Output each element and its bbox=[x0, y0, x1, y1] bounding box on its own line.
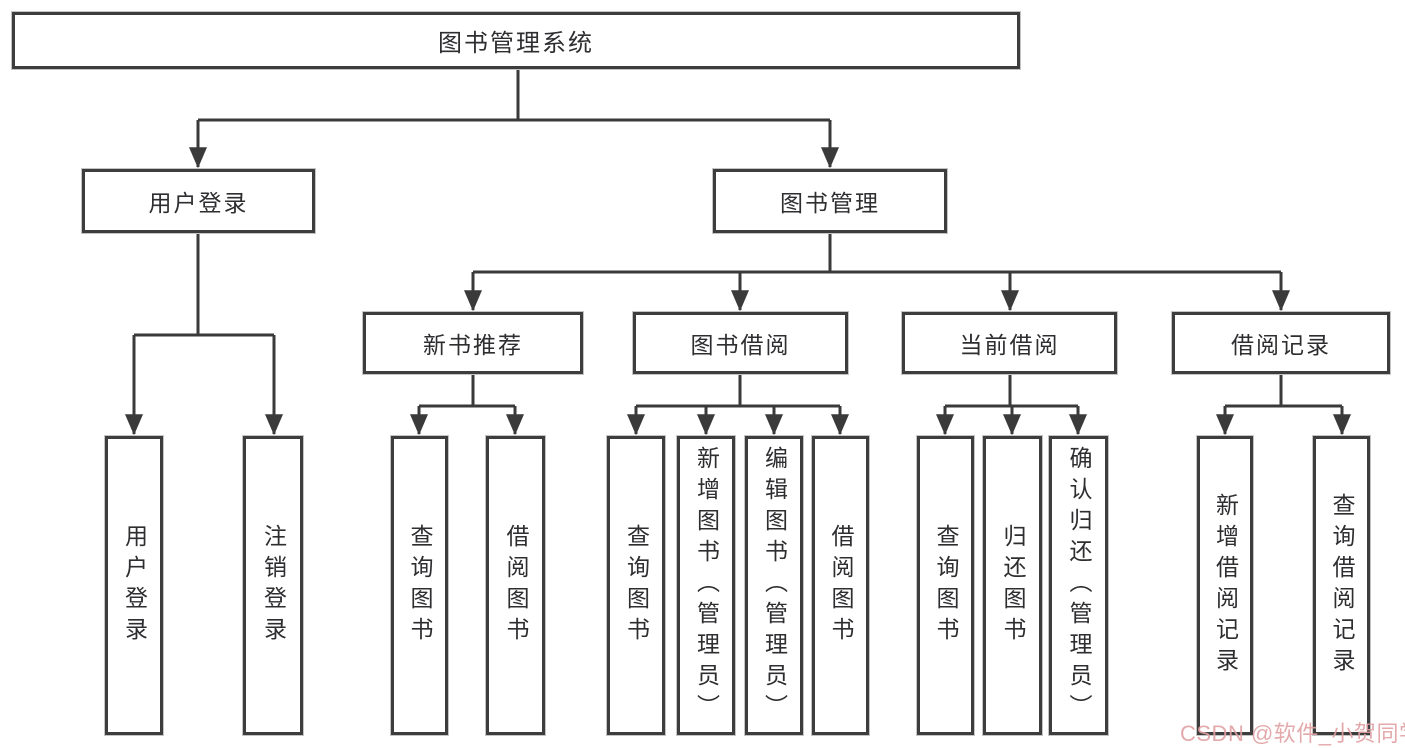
connector-user-login-children bbox=[125, 233, 283, 436]
node-label: 查询图书 bbox=[933, 523, 959, 648]
node-new-book-recommend: 新书推荐 bbox=[363, 312, 583, 374]
connector-book-management-children bbox=[464, 233, 1290, 312]
node-label: 图书管理系统 bbox=[438, 30, 594, 57]
node-label: 当前借阅 bbox=[959, 332, 1060, 358]
node-user-login: 用户登录 bbox=[82, 169, 315, 233]
node-leaf-borrow-books: 借阅图书 bbox=[812, 436, 869, 735]
node-label: 借阅图书 bbox=[503, 523, 529, 648]
node-leaf-confirm-return-admin: 确认归还（管理员） bbox=[1049, 436, 1108, 735]
node-book-borrow: 图书借阅 bbox=[633, 312, 848, 374]
node-label: 归还图书 bbox=[1000, 523, 1026, 648]
node-label: 借阅图书 bbox=[828, 523, 854, 648]
node-root-system: 图书管理系统 bbox=[12, 12, 1020, 69]
node-leaf-logout: 注销登录 bbox=[243, 436, 303, 735]
node-label: 查询图书 bbox=[623, 523, 650, 648]
csdn-watermark: CSDN @软件_小贺同学 bbox=[1180, 721, 1405, 746]
node-leaf-edit-book-admin: 编辑图书（管理员） bbox=[745, 436, 803, 735]
node-label: 查询借阅记录 bbox=[1329, 492, 1355, 679]
node-leaf-query-books-borrow: 查询图书 bbox=[607, 436, 665, 735]
connector-book-borrow-children bbox=[627, 374, 849, 436]
node-borrow-records: 借阅记录 bbox=[1172, 312, 1390, 374]
connector-current-borrow-children bbox=[936, 374, 1087, 436]
connector-new-book-recommend-children bbox=[410, 374, 524, 436]
node-label: 图书借阅 bbox=[690, 332, 791, 358]
node-label: 用户登录 bbox=[148, 190, 249, 216]
node-leaf-user-login: 用户登录 bbox=[105, 436, 163, 735]
node-leaf-borrow-books-recommend: 借阅图书 bbox=[486, 436, 545, 735]
node-current-borrow: 当前借阅 bbox=[902, 312, 1117, 374]
node-label: 新增借阅记录 bbox=[1212, 492, 1239, 679]
node-label: 编辑图书（管理员） bbox=[761, 446, 788, 725]
node-label: 新增图书（管理员） bbox=[693, 446, 720, 725]
node-label: 注销登录 bbox=[260, 523, 287, 648]
node-leaf-query-books-recommend: 查询图书 bbox=[391, 436, 448, 735]
node-leaf-query-books-current: 查询图书 bbox=[917, 436, 974, 735]
node-leaf-return-books: 归还图书 bbox=[983, 436, 1042, 735]
node-label: 图书管理 bbox=[780, 190, 880, 216]
node-label: 借阅记录 bbox=[1231, 332, 1331, 358]
node-label: 用户登录 bbox=[121, 523, 148, 648]
connector-root-to-level2 bbox=[189, 68, 839, 169]
node-leaf-query-borrow-record: 查询借阅记录 bbox=[1313, 436, 1370, 735]
node-label: 新书推荐 bbox=[423, 332, 523, 358]
node-leaf-add-book-admin: 新增图书（管理员） bbox=[677, 436, 735, 735]
node-leaf-add-borrow-record: 新增借阅记录 bbox=[1197, 436, 1253, 735]
node-label: 确认归还（管理员） bbox=[1066, 446, 1092, 725]
node-book-management: 图书管理 bbox=[713, 169, 947, 233]
node-label: 查询图书 bbox=[407, 523, 433, 648]
connector-borrow-records-children bbox=[1216, 374, 1351, 436]
